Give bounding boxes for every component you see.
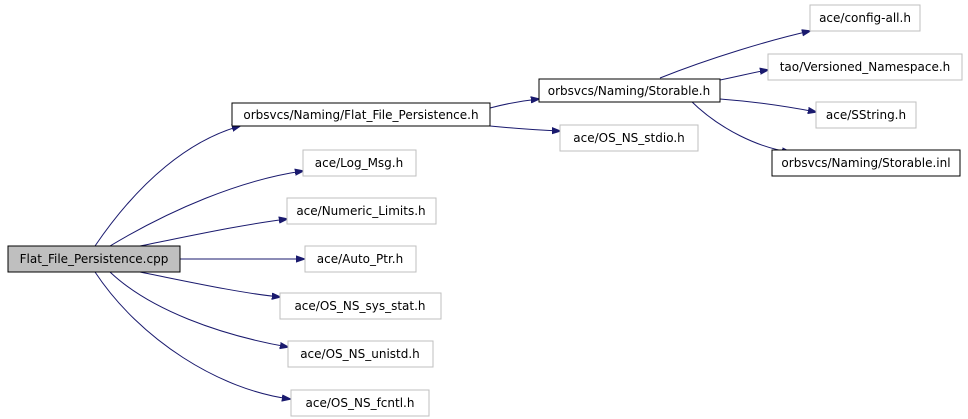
node-log-msg-box — [302, 149, 417, 177]
node-fcntl-label: ace/OS_NS_fcntl.h — [306, 396, 415, 410]
node-flat-file-persistence-h[interactable]: orbsvcs/Naming/Flat_File_Persistence.h — [231, 102, 491, 127]
edge-root-to-numeric-limits — [139, 219, 287, 247]
node-os-ns-sys-stat-h[interactable]: ace/OS_NS_sys_stat.h — [279, 292, 442, 320]
edge-storable-h-to-sstring — [719, 98, 816, 112]
node-os-ns-stdio-h[interactable]: ace/OS_NS_stdio.h — [559, 124, 699, 152]
node-os-ns-unistd-h[interactable]: ace/OS_NS_unistd.h — [287, 340, 434, 368]
node-stdio-box — [559, 124, 699, 152]
node-fcntl-box — [290, 389, 430, 417]
node-auto-ptr-box — [304, 245, 417, 273]
node-unistd-label: ace/OS_NS_unistd.h — [300, 347, 420, 361]
node-config-all-label: ace/config-all.h — [819, 11, 911, 25]
node-sys-stat-label: ace/OS_NS_sys_stat.h — [294, 299, 425, 313]
node-versioned-namespace-h[interactable]: tao/Versioned_Namespace.h — [767, 53, 963, 81]
edge-root-to-sys-stat — [139, 271, 280, 297]
node-storable-h-label: orbsvcs/Naming/Storable.h — [548, 84, 710, 98]
edge-root-to-unistd — [109, 271, 288, 347]
node-os-ns-fcntl-h[interactable]: ace/OS_NS_fcntl.h — [290, 389, 430, 417]
node-sys-stat-box — [279, 292, 442, 320]
node-storable-h[interactable]: orbsvcs/Naming/Storable.h — [538, 78, 721, 103]
node-root-label: Flat_File_Persistence.cpp — [20, 252, 169, 266]
edge-root-to-fcntl — [94, 271, 290, 399]
node-flat-h-label: orbsvcs/Naming/Flat_File_Persistence.h — [243, 108, 478, 122]
node-log-msg-label: ace/Log_Msg.h — [315, 156, 403, 170]
edge-storable-h-to-config-all — [659, 31, 810, 79]
node-flat-h-box — [231, 102, 491, 127]
node-storable-inl[interactable]: orbsvcs/Naming/Storable.inl — [771, 149, 961, 177]
node-numeric-limits-box — [286, 197, 437, 225]
edge-flat-h-to-stdio — [489, 125, 560, 131]
node-stdio-label: ace/OS_NS_stdio.h — [573, 131, 685, 145]
node-config-all-h[interactable]: ace/config-all.h — [809, 4, 921, 32]
node-sstring-h[interactable]: ace/SString.h — [815, 101, 917, 129]
node-config-all-box — [809, 4, 921, 32]
node-log-msg-h[interactable]: ace/Log_Msg.h — [302, 149, 417, 177]
edge-storable-h-to-storable-inl — [689, 99, 790, 152]
node-storable-h-box — [538, 78, 721, 103]
edge-flat-h-to-storable-h — [489, 99, 539, 109]
node-storable-inl-box — [771, 149, 961, 177]
node-versioned-ns-box — [767, 53, 963, 81]
node-numeric-limits-label: ace/Numeric_Limits.h — [296, 204, 425, 218]
edge-storable-h-to-versioned-ns — [719, 70, 768, 81]
node-versioned-ns-label: tao/Versioned_Namespace.h — [780, 60, 951, 74]
node-numeric-limits-h[interactable]: ace/Numeric_Limits.h — [286, 197, 437, 225]
node-sstring-label: ace/SString.h — [826, 108, 906, 122]
node-storable-inl-label: orbsvcs/Naming/Storable.inl — [781, 156, 950, 170]
edge-root-to-log-msg — [109, 171, 303, 247]
edge-root-to-flat-h — [94, 126, 240, 247]
node-auto-ptr-h[interactable]: ace/Auto_Ptr.h — [304, 245, 417, 273]
node-sstring-box — [815, 101, 917, 129]
node-root-box — [7, 245, 181, 273]
node-unistd-box — [287, 340, 434, 368]
node-root[interactable]: Flat_File_Persistence.cpp — [7, 245, 181, 273]
node-auto-ptr-label: ace/Auto_Ptr.h — [317, 252, 403, 266]
